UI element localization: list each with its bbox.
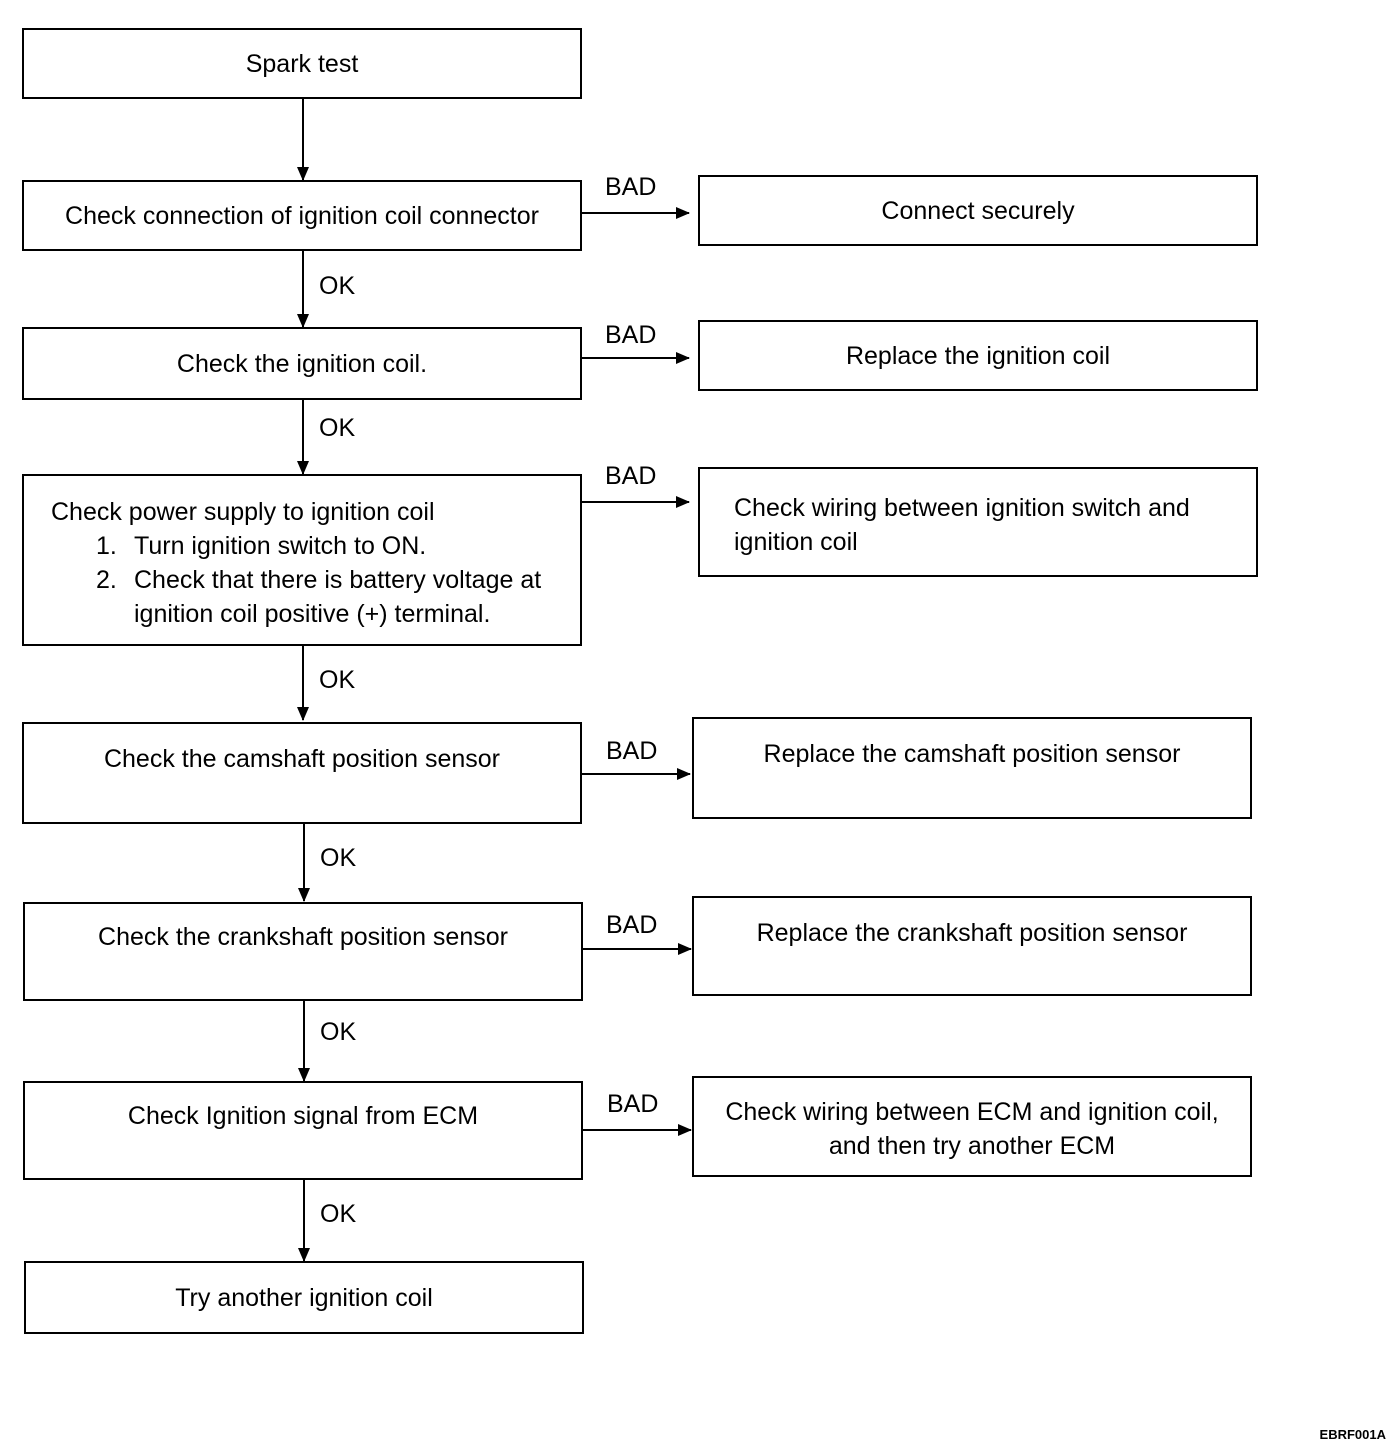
node-check-connection: Check connection of ignition coil connec… bbox=[22, 180, 582, 251]
node-connect-securely-label: Connect securely bbox=[881, 196, 1075, 225]
node-check-camshaft-label: Check the camshaft position sensor bbox=[103, 745, 501, 773]
node-check-crankshaft-label: Check the crankshaft position sensor bbox=[98, 923, 508, 951]
node-check-crankshaft: Check the crankshaft position sensor bbox=[23, 902, 583, 1001]
node-replace-crankshaft: Replace the crankshaft position sensor bbox=[692, 896, 1252, 996]
ok-label-1: OK bbox=[319, 272, 356, 300]
node-connect-securely: Connect securely bbox=[698, 175, 1258, 246]
node-check-power-title: Check power supply to ignition coil bbox=[51, 498, 435, 526]
node-check-coil: Check the ignition coil. bbox=[22, 327, 582, 400]
node-check-ignition-signal: Check Ignition signal from ECM bbox=[23, 1081, 583, 1180]
bad-label-3: BAD bbox=[605, 462, 657, 490]
power-step-2-number: 2. bbox=[96, 566, 117, 594]
bad-label-2: BAD bbox=[605, 321, 657, 349]
ok-label-5: OK bbox=[320, 1018, 357, 1046]
figure-code: EBRF001A bbox=[1319, 1427, 1386, 1442]
bad-label-5: BAD bbox=[606, 911, 658, 939]
power-step-1-text: Turn ignition switch to ON. bbox=[134, 532, 427, 560]
node-check-power: Check power supply to ignition coil 1. T… bbox=[22, 474, 582, 646]
node-try-another-coil-label: Try another ignition coil bbox=[175, 1283, 433, 1312]
ok-label-3: OK bbox=[319, 666, 356, 694]
power-step-1: 1. Turn ignition switch to ON. bbox=[24, 529, 580, 563]
node-check-wiring-switch: Check wiring between ignition switch and… bbox=[698, 467, 1258, 577]
node-replace-camshaft-label: Replace the camshaft position sensor bbox=[763, 740, 1181, 768]
node-replace-crankshaft-label: Replace the crankshaft position sensor bbox=[756, 919, 1188, 947]
node-check-coil-label: Check the ignition coil. bbox=[176, 349, 428, 378]
power-step-2-text: Check that there is battery voltage at i… bbox=[134, 566, 542, 628]
node-replace-coil: Replace the ignition coil bbox=[698, 320, 1258, 391]
node-check-wiring-ecm-label: Check wiring between ECM and ignition co… bbox=[725, 1098, 1219, 1160]
node-check-wiring-ecm: Check wiring between ECM and ignition co… bbox=[692, 1076, 1252, 1177]
bad-label-4: BAD bbox=[606, 737, 658, 765]
node-check-wiring-switch-label: Check wiring between ignition switch and… bbox=[734, 494, 1190, 556]
ok-label-2: OK bbox=[319, 414, 356, 442]
bad-label-1: BAD bbox=[605, 173, 657, 201]
node-check-camshaft: Check the camshaft position sensor bbox=[22, 722, 582, 824]
node-check-connection-label: Check connection of ignition coil connec… bbox=[65, 201, 539, 230]
ok-label-6: OK bbox=[320, 1200, 357, 1228]
bad-label-6: BAD bbox=[607, 1090, 659, 1118]
power-step-2: 2. Check that there is battery voltage a… bbox=[24, 563, 580, 631]
node-try-another-coil: Try another ignition coil bbox=[24, 1261, 584, 1334]
node-replace-coil-label: Replace the ignition coil bbox=[845, 341, 1111, 370]
node-check-ignition-signal-label: Check Ignition signal from ECM bbox=[127, 1102, 479, 1130]
node-replace-camshaft: Replace the camshaft position sensor bbox=[692, 717, 1252, 819]
ok-label-4: OK bbox=[320, 844, 357, 872]
node-spark-test-label: Spark test bbox=[245, 49, 359, 78]
node-spark-test: Spark test bbox=[22, 28, 582, 99]
power-step-1-number: 1. bbox=[96, 532, 117, 560]
